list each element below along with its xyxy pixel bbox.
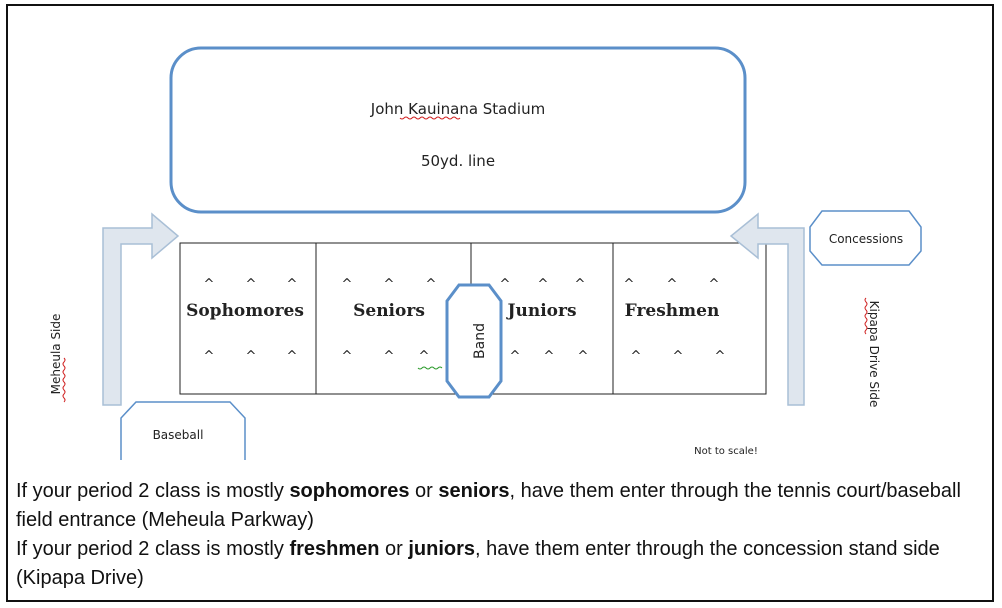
juniors-emphasis: juniors xyxy=(408,538,476,560)
not-to-scale-note: Not to scale! xyxy=(694,446,758,457)
right-entrance-arrow xyxy=(729,212,805,406)
instruction-text: , have them enter through the concession… xyxy=(16,538,940,589)
spellcheck-underline-seniors xyxy=(417,366,443,370)
seat-marker: ^ xyxy=(538,277,549,292)
seat-marker: ^ xyxy=(673,349,684,364)
spellcheck-underline-kipapa xyxy=(864,297,868,335)
fifty-yard-line-label: 50yd. line xyxy=(421,152,495,170)
seat-marker: ^ xyxy=(544,349,555,364)
instruction-text: , have them enter through the tennis cou… xyxy=(16,480,961,531)
instruction-text: or xyxy=(379,538,409,560)
seat-marker: ^ xyxy=(246,277,257,292)
seat-marker: ^ xyxy=(342,349,353,364)
section-label-sophomores: Sophomores xyxy=(186,301,304,321)
stadium-name: John Kauinana Stadium xyxy=(370,100,545,118)
seat-marker: ^ xyxy=(578,349,589,364)
concessions-label: Concessions xyxy=(829,232,903,246)
seat-marker: ^ xyxy=(667,277,678,292)
baseball-label: Baseball xyxy=(153,428,204,442)
seat-marker: ^ xyxy=(287,349,298,364)
seat-marker: ^ xyxy=(384,277,395,292)
section-label-seniors: Seniors xyxy=(353,301,425,321)
diagram-frame xyxy=(6,4,994,602)
seat-marker: ^ xyxy=(715,349,726,364)
seat-marker: ^ xyxy=(500,277,511,292)
seat-marker: ^ xyxy=(624,277,635,292)
seat-marker: ^ xyxy=(246,349,257,364)
stadium-box xyxy=(169,46,747,214)
spellcheck-underline-meheula xyxy=(62,357,66,403)
seat-marker: ^ xyxy=(631,349,642,364)
seat-marker: ^ xyxy=(575,277,586,292)
baseball-box xyxy=(120,401,246,460)
concessions-box xyxy=(809,210,922,266)
seat-marker: ^ xyxy=(426,277,437,292)
band-area xyxy=(445,283,503,399)
seat-marker: ^ xyxy=(342,277,353,292)
instructions: If your period 2 class is mostly sophomo… xyxy=(16,477,976,593)
instruction-line-1: If your period 2 class is mostly sophomo… xyxy=(16,477,976,535)
seat-marker: ^ xyxy=(204,349,215,364)
instruction-text: If your period 2 class is mostly xyxy=(16,538,290,560)
instruction-line-2: If your period 2 class is mostly freshme… xyxy=(16,535,976,593)
instruction-text: If your period 2 class is mostly xyxy=(16,480,290,502)
seat-marker: ^ xyxy=(384,349,395,364)
freshmen-emphasis: freshmen xyxy=(289,538,380,560)
seat-marker: ^ xyxy=(419,349,430,364)
sophomores-emphasis: sophomores xyxy=(289,480,410,502)
meheula-side-label: Meheula Side xyxy=(49,314,63,395)
instruction-text: or xyxy=(409,480,439,502)
section-label-juniors: Juniors xyxy=(505,301,576,321)
seat-marker: ^ xyxy=(510,349,521,364)
seat-markers: ^ ^ ^ ^ ^ ^ ^ ^ ^ ^ ^ ^ ^ ^ ^ ^ ^ ^ ^ ^ ^ ^ ^ ^ xyxy=(204,277,726,364)
seat-marker: ^ xyxy=(709,277,720,292)
left-entrance-arrow xyxy=(102,212,180,406)
seat-marker: ^ xyxy=(287,277,298,292)
seniors-emphasis: seniors xyxy=(438,480,510,502)
section-label-freshmen: Freshmen xyxy=(625,301,720,321)
kipapa-side-label: Kipapa Drive Side xyxy=(867,301,881,408)
spellcheck-underline-stadium xyxy=(399,116,461,120)
seat-marker: ^ xyxy=(204,277,215,292)
band-label: Band xyxy=(472,323,488,359)
